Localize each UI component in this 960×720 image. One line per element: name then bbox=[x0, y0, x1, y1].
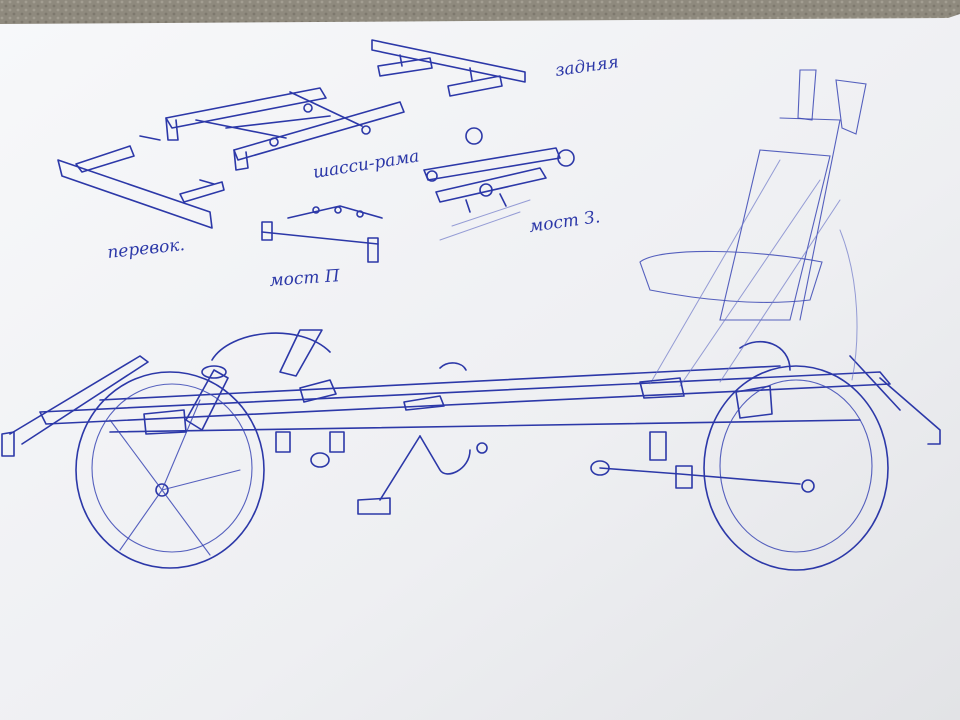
front-axle-sketch bbox=[261, 205, 383, 263]
exploded-frame-sketch bbox=[57, 39, 526, 229]
vehicle-sketch bbox=[1, 69, 941, 571]
rear-axle-sketch bbox=[423, 127, 575, 241]
paper-sheet bbox=[0, 14, 960, 720]
label-front-axle: мост П bbox=[269, 266, 342, 291]
